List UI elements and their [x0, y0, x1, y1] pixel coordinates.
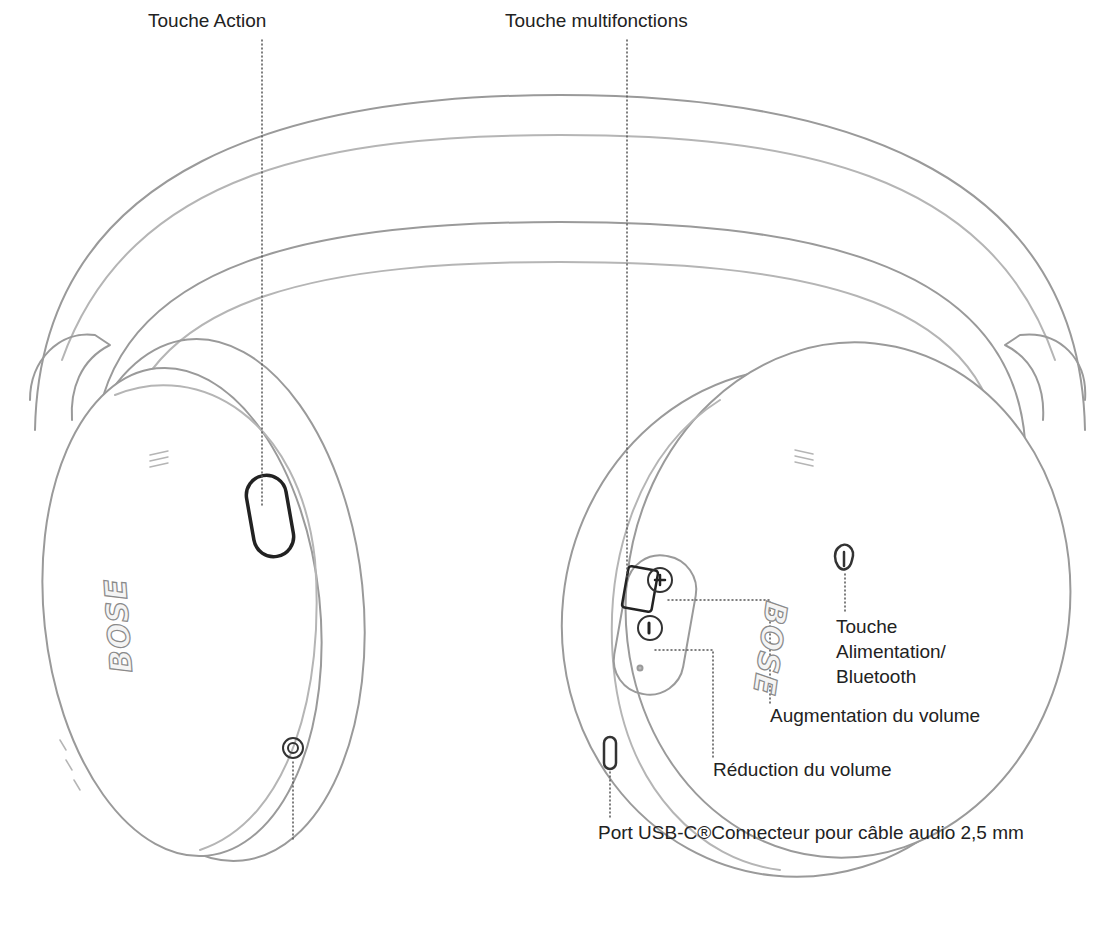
part-label: Réduction du volume	[713, 757, 892, 782]
right-yoke	[1005, 334, 1085, 420]
plus-symbol	[655, 575, 665, 585]
volume-up-button	[648, 568, 672, 592]
minus-symbol	[648, 623, 651, 633]
audio-jack	[283, 738, 303, 758]
left-shell	[19, 354, 345, 870]
part-label: Touche multifonctions	[505, 8, 688, 33]
leader-line	[655, 650, 713, 757]
leader-line	[844, 574, 846, 612]
volume-down-button	[638, 616, 662, 640]
left-mic-grille	[150, 451, 168, 467]
right-shell	[600, 320, 1096, 880]
audio-jack-inner	[288, 743, 298, 753]
headband-cushion	[62, 135, 1055, 360]
status-light	[638, 666, 643, 671]
leader-lines	[262, 40, 845, 840]
usb-c-port	[604, 737, 616, 769]
control-panel	[608, 550, 701, 700]
leader-line	[261, 40, 263, 505]
right-mic-grille	[795, 450, 813, 466]
action-button	[243, 472, 297, 560]
leader-line	[609, 772, 611, 818]
leader-line	[292, 762, 294, 840]
part-label: Touche Action	[148, 8, 266, 33]
leader-line	[626, 40, 628, 578]
power-switch	[835, 545, 853, 570]
left-lower-grille	[60, 740, 80, 790]
part-label: Port USB-C®Connecteur pour câble audio 2…	[598, 820, 1024, 845]
part-label: Augmentation du volume	[770, 703, 980, 728]
left-shell-rim	[115, 385, 317, 850]
brand-logo: BOSE	[97, 577, 139, 674]
part-label: Touche Alimentation/ Bluetooth	[836, 614, 961, 689]
